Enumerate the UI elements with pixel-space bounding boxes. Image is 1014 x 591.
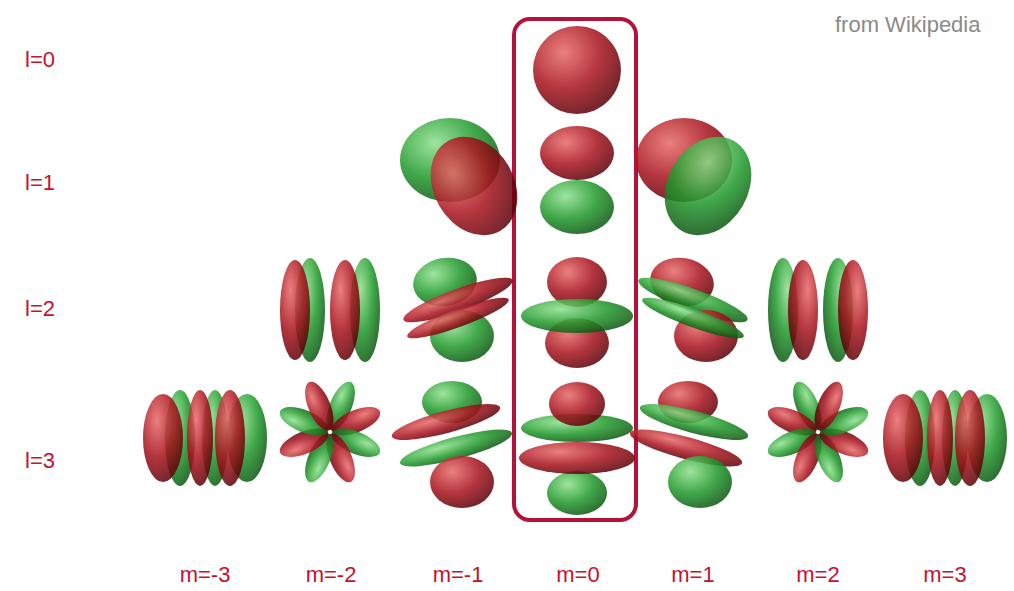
- d-orbital: [768, 258, 868, 362]
- lobe: [413, 121, 534, 251]
- lobe: [404, 291, 512, 345]
- f-orbital: [276, 378, 384, 486]
- lobe: [547, 471, 607, 515]
- lobe: [668, 456, 732, 508]
- degree-label: l=3: [25, 448, 55, 474]
- order-label: m=1: [671, 562, 714, 588]
- lobe: [549, 382, 605, 426]
- f-orbital: [764, 378, 872, 486]
- source-note: from Wikipedia: [835, 12, 980, 38]
- order-label: m=3: [923, 562, 966, 588]
- lobe: [430, 456, 494, 508]
- torus: [519, 442, 635, 474]
- torus: [521, 299, 633, 333]
- degree-label: l=2: [25, 296, 55, 322]
- order-label: m=-2: [306, 562, 357, 588]
- degree-label: l=0: [25, 47, 55, 73]
- degree-label: l=1: [25, 170, 55, 196]
- order-label: m=-1: [433, 562, 484, 588]
- lobe: [540, 126, 614, 180]
- f-orbital: [143, 390, 267, 486]
- order-label: m=2: [796, 562, 839, 588]
- lobe: [639, 291, 747, 345]
- lobe: [540, 180, 614, 234]
- d-orbital: [280, 258, 380, 362]
- order-label: m=-3: [180, 562, 231, 588]
- lobe: [647, 121, 768, 251]
- f-orbital: [883, 390, 1007, 486]
- order-label: m=0: [556, 562, 599, 588]
- highlight-box: [514, 19, 636, 520]
- s-orbital: [533, 26, 621, 114]
